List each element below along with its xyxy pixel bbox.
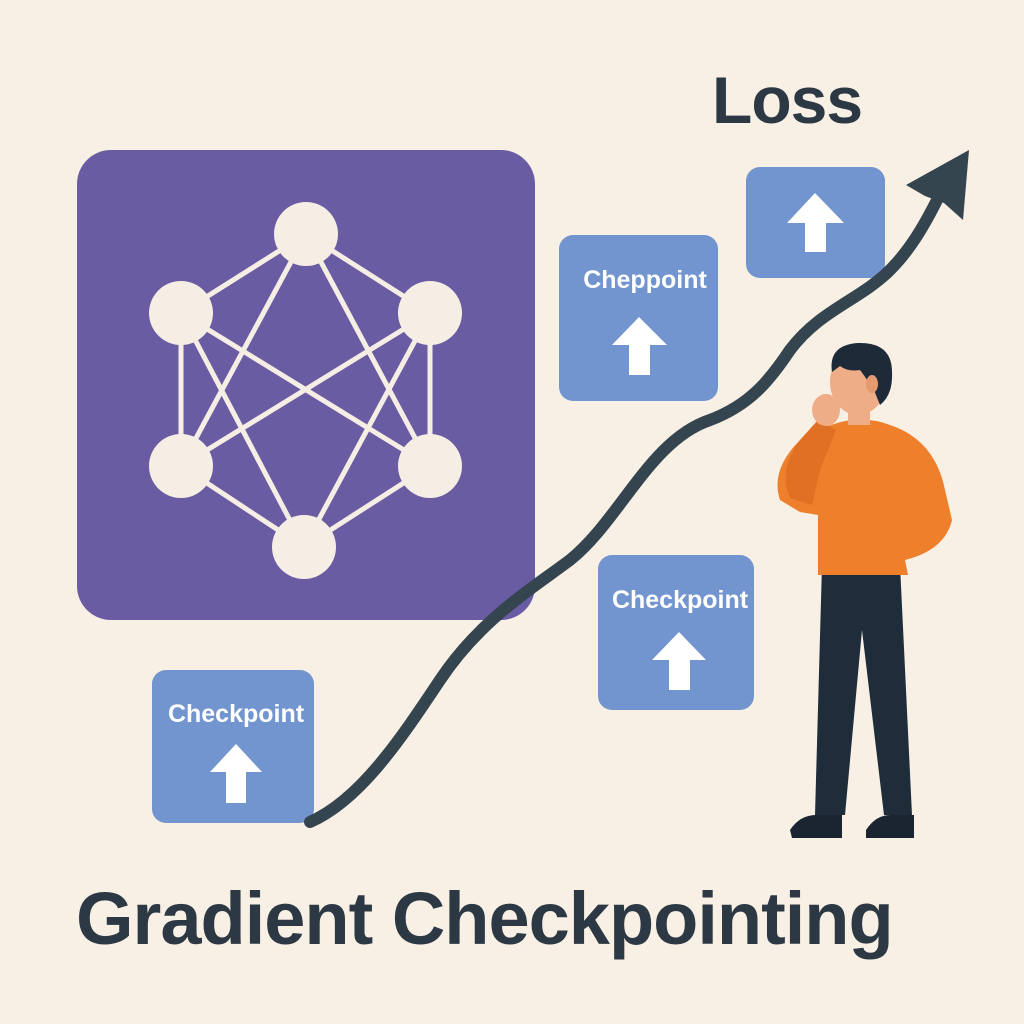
checkpoint-box-2: Checkpoint [598,555,754,710]
arrow-up-icon [210,744,262,803]
checkpoint-label: Checkpoint [168,700,305,728]
arrow-up-icon [612,317,667,375]
checkpoint-box-4 [746,167,885,278]
checkpoint-box-3: Cheppoint [559,235,718,401]
arrow-up-icon [652,632,706,690]
arrow-up-icon [787,193,844,252]
checkpoint-box-1: Checkpoint [152,670,314,823]
network-nodes [149,202,462,579]
checkpoint-label: Checkpoint [612,586,749,614]
loss-trend-curve [304,150,969,828]
person-illustration [777,342,952,838]
neural-network-panel [77,150,535,620]
checkpoint-label: Cheppoint [583,266,707,294]
loss-label: Loss [712,63,863,137]
trend-arrow-icon [906,150,969,220]
page-title: Gradient Checkpointing [76,877,894,960]
